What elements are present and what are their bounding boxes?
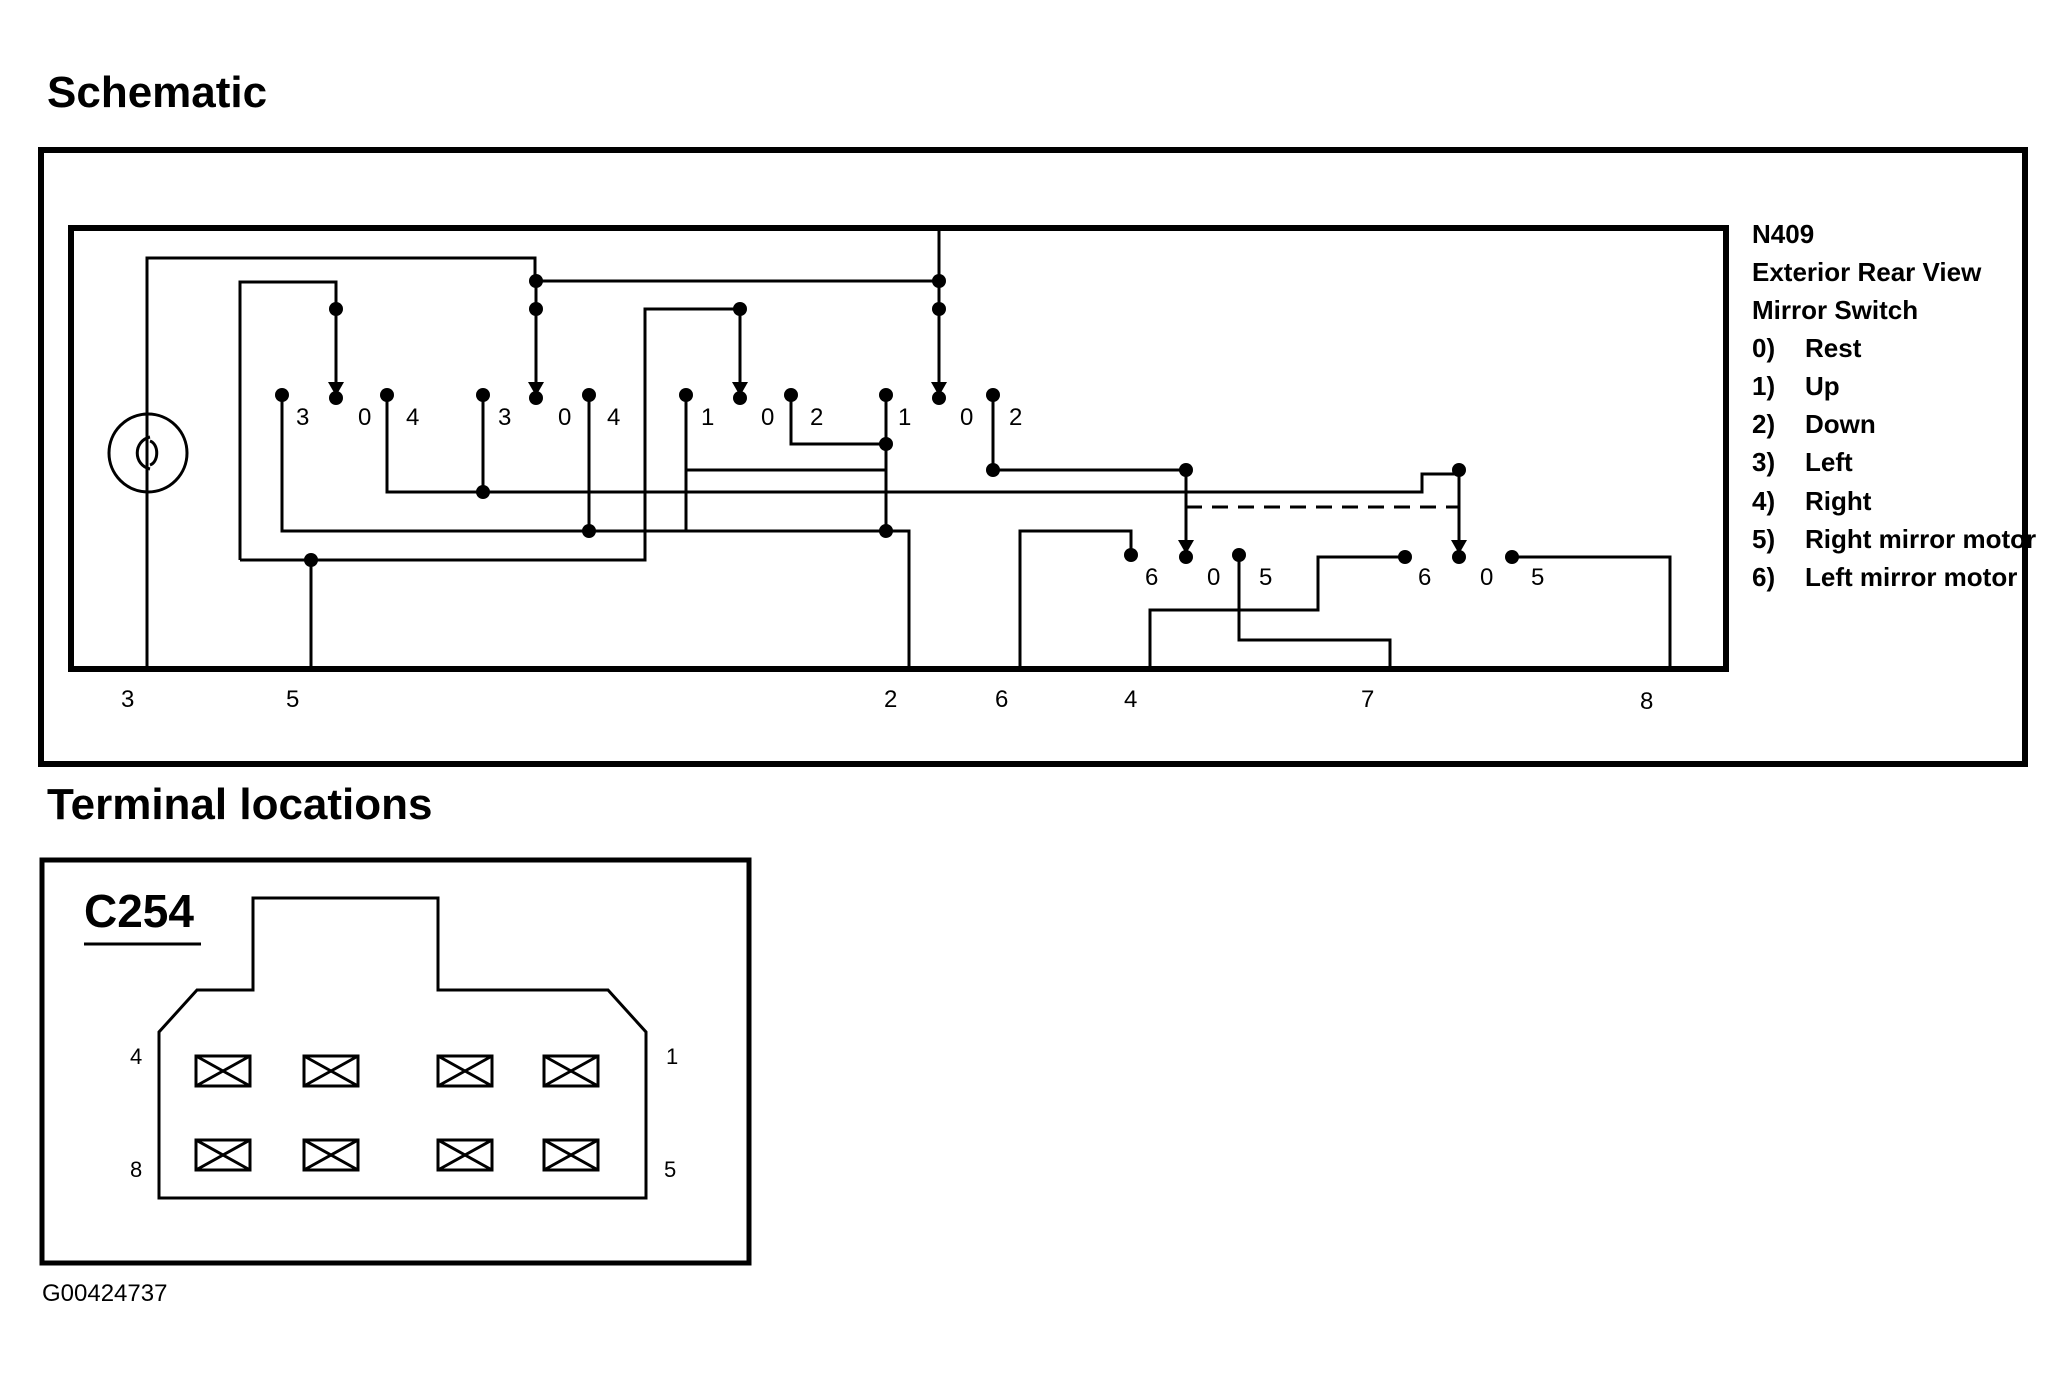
connector-pin-label-5: 5: [664, 1157, 676, 1182]
legend-key-4: 4): [1752, 486, 1775, 516]
legend-key-0: 0): [1752, 333, 1775, 363]
switch-5-position-left-motor: 6: [1145, 564, 1158, 591]
terminal-locations-frame: [39, 857, 752, 1266]
junction-dots: [275, 274, 1519, 567]
terminal-locations-heading: Terminal locations: [47, 780, 433, 829]
switch-1-position-right: 4: [406, 404, 419, 431]
legend-key-3: 3): [1752, 447, 1775, 477]
switch-6-position-left-motor: 6: [1418, 564, 1431, 591]
cavity-5: [542, 1138, 600, 1172]
switch-group-4: 1 0 2: [898, 404, 1022, 431]
legend-label-right: Right: [1805, 486, 1872, 516]
switch-1-position-left: 3: [296, 404, 309, 431]
switch-group-5: 6 0 5: [1145, 564, 1272, 591]
switch-6-position-rest: 0: [1480, 564, 1493, 591]
schematic-frame: [38, 147, 2028, 767]
switch-6-position-right-motor: 5: [1531, 564, 1544, 591]
switch-5-position-rest: 0: [1207, 564, 1220, 591]
terminal-3-label: 3: [121, 686, 134, 713]
wire-feed-top: [536, 231, 941, 283]
switch-1-position-rest: 0: [358, 404, 371, 431]
cavity-6: [436, 1138, 494, 1172]
cavity-7: [302, 1138, 360, 1172]
legend-key-2: 2): [1752, 409, 1775, 439]
switch-5-position-right-motor: 5: [1259, 564, 1272, 591]
connector-pin-label-1: 1: [666, 1044, 678, 1069]
legend-label-rest: Rest: [1805, 333, 1862, 363]
terminal-2-label: 2: [884, 686, 897, 713]
switch-4-position-down: 2: [1009, 404, 1022, 431]
cavity-1: [542, 1054, 600, 1088]
legend-key-5: 5): [1752, 524, 1775, 554]
terminal-5-label: 5: [286, 686, 299, 713]
switch-group-2: 3 0 4: [498, 404, 620, 431]
connector-id: C254: [84, 885, 194, 937]
component-legend: N409 Exterior Rear View Mirror Switch 0)…: [1752, 219, 2036, 592]
cavity-2: [436, 1054, 494, 1088]
connector-outline: [157, 896, 648, 1200]
wire-lamp-terminal-3: [145, 256, 537, 669]
schematic-heading: Schematic: [47, 68, 268, 117]
switch-group-6: 6 0 5: [1418, 564, 1544, 591]
wire-loop: [240, 307, 742, 562]
switch-3-position-rest: 0: [761, 404, 774, 431]
legend-label-up: Up: [1805, 371, 1840, 401]
legend-label-right-mirror-motor: Right mirror motor: [1805, 524, 2036, 554]
terminal-4-label: 4: [1124, 686, 1137, 713]
terminal-6-label: 6: [995, 686, 1008, 713]
switch-4-position-rest: 0: [960, 404, 973, 431]
terminal-numbers: 3 5 2 6 4 7 8: [121, 686, 1653, 715]
cavity-4: [194, 1054, 252, 1088]
cavity-8: [194, 1138, 252, 1172]
connector-cavities: [194, 1054, 600, 1172]
component-id: N409: [1752, 219, 1814, 249]
terminal-8-label: 8: [1640, 688, 1653, 715]
legend-label-left-mirror-motor: Left mirror motor: [1805, 562, 2017, 592]
component-name-line-1: Exterior Rear View: [1752, 257, 1982, 287]
component-name-line-2: Mirror Switch: [1752, 295, 1918, 325]
switch-housing: [68, 225, 1729, 672]
switch-2-position-right: 4: [607, 404, 620, 431]
legend-key-1: 1): [1752, 371, 1775, 401]
legend-key-6: 6): [1752, 562, 1775, 592]
switch-group-1: 3 0 4: [296, 404, 419, 431]
connector-pin-label-4: 4: [130, 1044, 142, 1069]
switch-2-position-left: 3: [498, 404, 511, 431]
switch-2-position-rest: 0: [558, 404, 571, 431]
legend-label-down: Down: [1805, 409, 1876, 439]
switch-3-position-up: 1: [701, 404, 714, 431]
switch-group-3: 1 0 2: [701, 404, 823, 431]
figure-id: G00424737: [42, 1280, 168, 1307]
legend-label-left: Left: [1805, 447, 1853, 477]
terminal-7-label: 7: [1361, 686, 1374, 713]
wiring: [145, 231, 1672, 669]
cavity-3: [302, 1054, 360, 1088]
switch-3-position-down: 2: [810, 404, 823, 431]
connector-pin-label-8: 8: [130, 1157, 142, 1182]
switch-4-position-up: 1: [898, 404, 911, 431]
switch-arrows: [328, 382, 1467, 554]
